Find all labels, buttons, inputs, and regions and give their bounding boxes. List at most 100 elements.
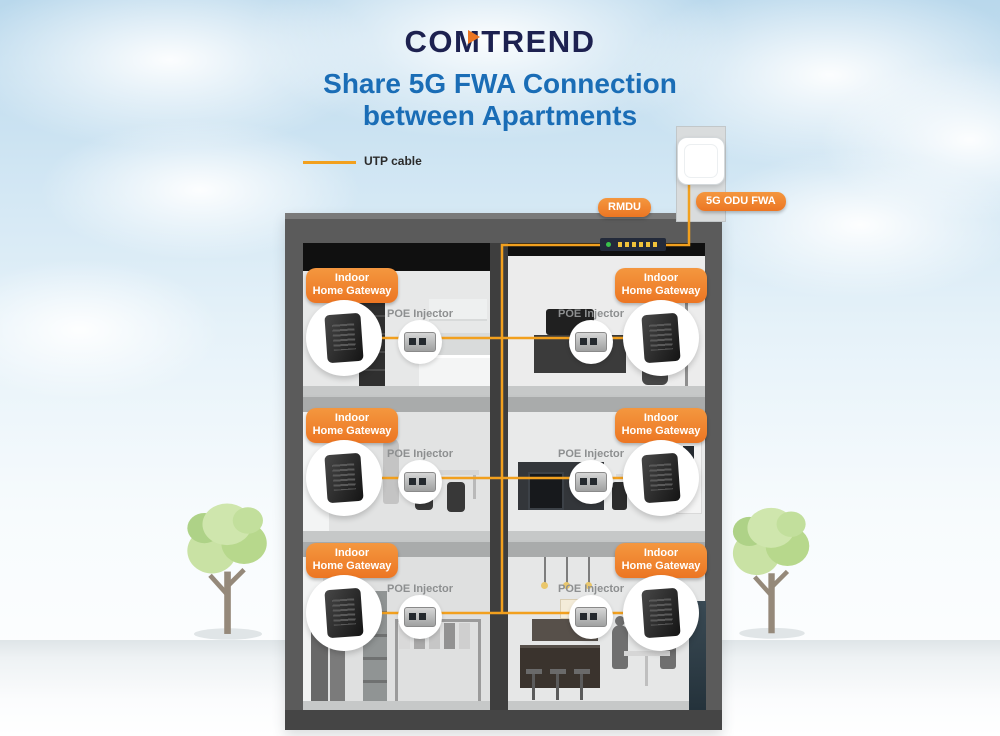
poe-injector-device bbox=[575, 472, 607, 492]
logo-t-with-arrow-icon: T bbox=[467, 24, 502, 60]
title-line-2: between Apartments bbox=[362, 100, 638, 131]
floor bbox=[303, 386, 490, 395]
cloud bbox=[0, 260, 220, 400]
indoor-home-gateway-device bbox=[641, 452, 681, 504]
poe-injector-device bbox=[404, 472, 436, 492]
poe-injector-label: POE Injector bbox=[386, 308, 454, 320]
rail-post bbox=[395, 619, 398, 701]
desk bbox=[405, 470, 479, 475]
indoor-home-gateway-device bbox=[324, 452, 364, 504]
indoor-home-gateway-badge: Indoor Home Gateway bbox=[615, 268, 707, 303]
logo-text: REND bbox=[501, 24, 596, 59]
rmdu-badge: RMDU bbox=[598, 198, 651, 217]
clothing-item bbox=[399, 623, 410, 649]
ethernet-port bbox=[590, 613, 597, 620]
gateway-badge-line1: Indoor bbox=[334, 412, 370, 424]
bar-stool bbox=[526, 669, 542, 701]
indoor-home-gateway-device bbox=[641, 587, 681, 639]
apartment-middle-right-overlay: Indoor Home Gateway POE Injector bbox=[505, 408, 707, 543]
poe-injector-device bbox=[575, 332, 607, 352]
floor bbox=[508, 386, 705, 395]
ethernet-port bbox=[580, 478, 587, 485]
ethernet-port bbox=[419, 338, 426, 345]
clothing-item bbox=[429, 623, 440, 649]
logo-text: COM bbox=[404, 24, 482, 59]
poe-medallion bbox=[569, 320, 613, 364]
status-led bbox=[606, 242, 611, 247]
poe-injector-device bbox=[404, 607, 436, 627]
ethernet-port bbox=[409, 338, 416, 345]
floor bbox=[303, 701, 490, 710]
person-silhouette bbox=[311, 625, 328, 709]
poe-injector-device bbox=[575, 607, 607, 627]
chair bbox=[612, 482, 627, 510]
apartment-top-right-overlay: Indoor Home Gateway POE Injector bbox=[505, 268, 707, 403]
person-silhouette bbox=[383, 438, 399, 504]
indoor-home-gateway-badge: Indoor Home Gateway bbox=[615, 408, 707, 443]
apartment-top-left-overlay: Indoor Home Gateway POE Injector bbox=[298, 268, 498, 403]
gateway-badge-line2: Home Gateway bbox=[621, 425, 701, 437]
kitchen-upper-cabinet bbox=[429, 299, 487, 321]
apartment-bottom-right-overlay: Indoor Home Gateway POE Injector bbox=[505, 543, 707, 678]
building-base bbox=[285, 710, 722, 730]
poe-medallion bbox=[569, 460, 613, 504]
brand-header: COMTREND bbox=[0, 24, 1000, 60]
title-line-1: Share 5G FWA Connection bbox=[323, 68, 677, 99]
person-silhouette bbox=[612, 625, 628, 669]
floor bbox=[303, 531, 490, 540]
tree-right bbox=[732, 507, 810, 639]
rail-post bbox=[478, 619, 481, 701]
gateway-badge-line2: Home Gateway bbox=[621, 560, 701, 572]
rmdu-device bbox=[600, 238, 666, 251]
gateway-medallion bbox=[306, 440, 382, 516]
poe-medallion bbox=[569, 595, 613, 639]
ethernet-port bbox=[580, 613, 587, 620]
gateway-badge-line1: Indoor bbox=[643, 412, 679, 424]
cafe-table bbox=[624, 651, 670, 656]
port-led bbox=[653, 242, 657, 247]
poe-medallion bbox=[398, 460, 442, 504]
gateway-badge-line1: Indoor bbox=[643, 272, 679, 284]
port-led bbox=[618, 242, 622, 247]
gateway-badge-line1: Indoor bbox=[334, 272, 370, 284]
clothing-item bbox=[459, 623, 470, 649]
indoor-home-gateway-device bbox=[324, 312, 364, 364]
logo-text: T bbox=[481, 24, 502, 59]
gateway-badge-line2: Home Gateway bbox=[312, 560, 392, 572]
gateway-badge-line1: Indoor bbox=[643, 547, 679, 559]
tree-left bbox=[187, 503, 267, 640]
port-led bbox=[646, 242, 650, 247]
indoor-home-gateway-device bbox=[641, 312, 681, 364]
poe-injector-label: POE Injector bbox=[386, 583, 454, 595]
ethernet-port bbox=[590, 478, 597, 485]
apartment-bottom-left-overlay: Indoor Home Gateway POE Injector bbox=[298, 543, 498, 678]
indoor-home-gateway-badge: Indoor Home Gateway bbox=[306, 408, 398, 443]
port-led bbox=[632, 242, 636, 247]
indoor-home-gateway-badge: Indoor Home Gateway bbox=[306, 268, 398, 303]
gateway-medallion bbox=[306, 300, 382, 376]
bar-stool bbox=[574, 669, 590, 701]
ethernet-port bbox=[590, 338, 597, 345]
gateway-medallion bbox=[306, 575, 382, 651]
page-title: Share 5G FWA Connection between Apartmen… bbox=[0, 68, 1000, 132]
floor bbox=[508, 531, 705, 540]
port-led bbox=[639, 242, 643, 247]
utp-cable-legend-label: UTP cable bbox=[364, 154, 422, 168]
indoor-home-gateway-badge: Indoor Home Gateway bbox=[615, 543, 707, 578]
ethernet-port bbox=[419, 478, 426, 485]
gateway-badge-line1: Indoor bbox=[334, 547, 370, 559]
ceiling-void bbox=[303, 243, 490, 271]
gateway-badge-line2: Home Gateway bbox=[312, 285, 392, 297]
floor bbox=[508, 701, 705, 710]
cloud bbox=[700, 150, 1000, 300]
indoor-home-gateway-device bbox=[324, 587, 364, 639]
poe-injector-device bbox=[404, 332, 436, 352]
office-chair bbox=[447, 482, 465, 512]
ethernet-port bbox=[409, 613, 416, 620]
poe-injector-label: POE Injector bbox=[386, 448, 454, 460]
roof-edge bbox=[285, 213, 722, 219]
5g-odu-fwa-badge: 5G ODU FWA bbox=[696, 192, 786, 211]
poe-injector-label: POE Injector bbox=[557, 448, 625, 460]
ethernet-port bbox=[580, 338, 587, 345]
